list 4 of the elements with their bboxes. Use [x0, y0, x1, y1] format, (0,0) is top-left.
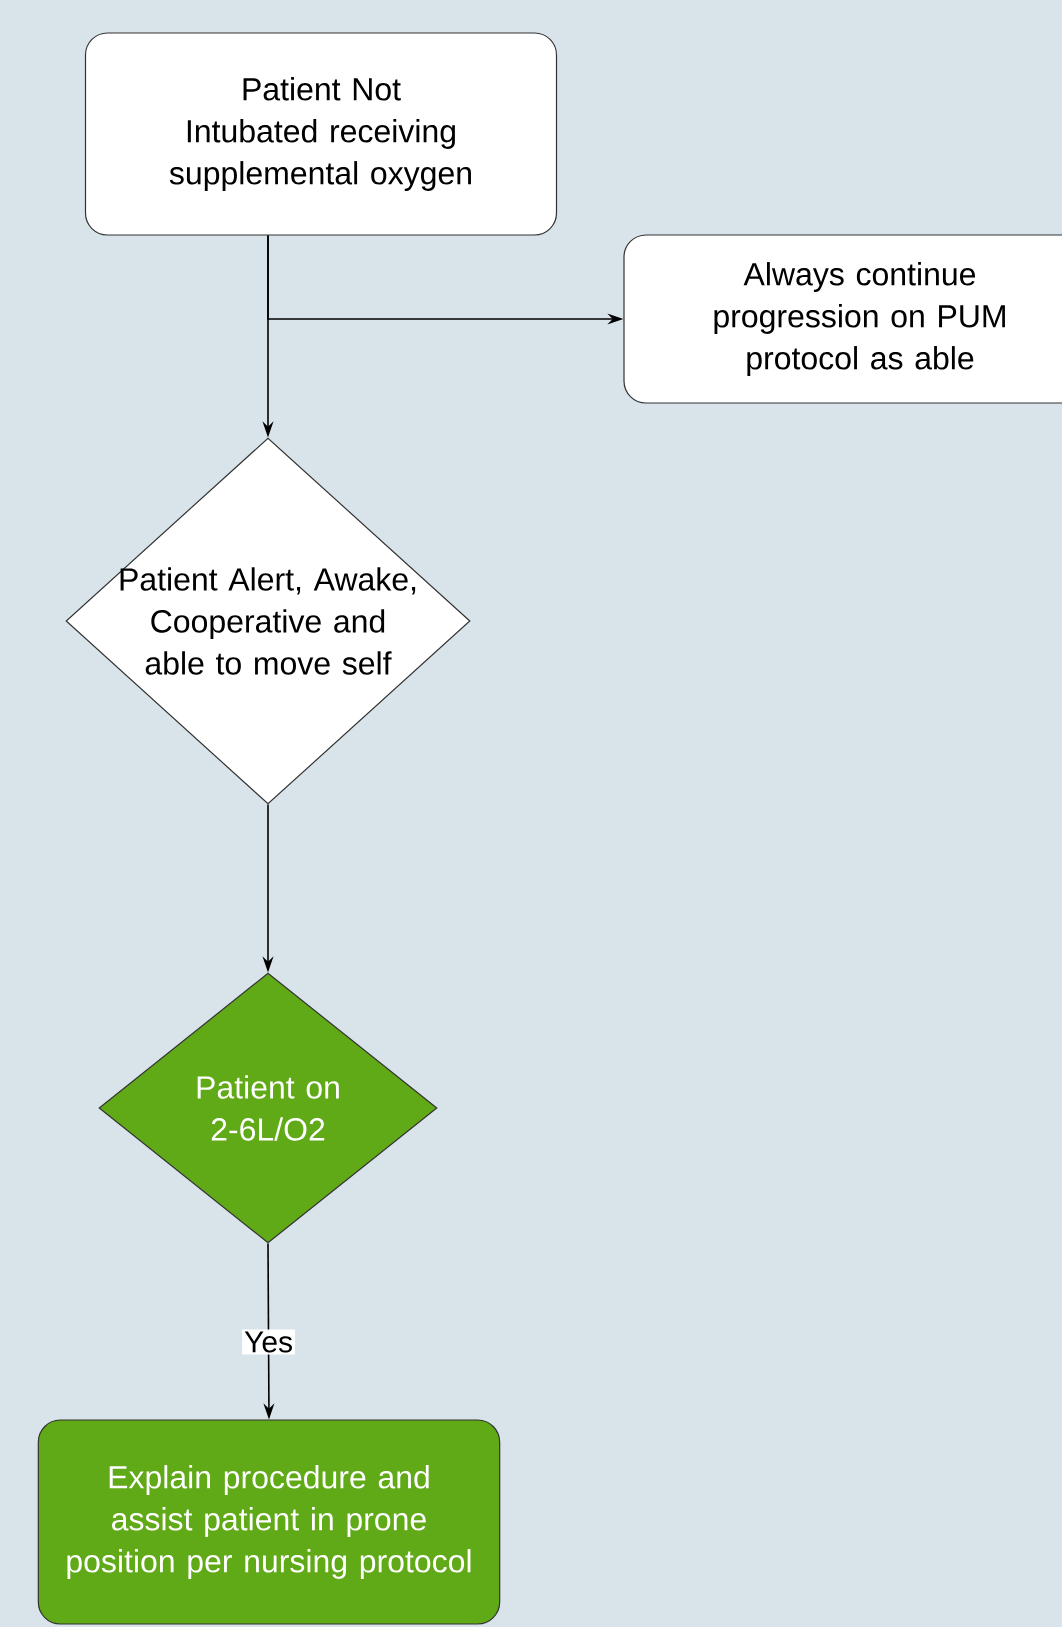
edge-label: Yes: [244, 1331, 292, 1353]
process-box: Always continue progression on PUM protocol as able: [623, 234, 1062, 404]
process-box: Patient Not Intubated receiving supplemental oxygen: [84, 32, 558, 236]
process-box: Explain procedure and assist patient in prone position per nursing protocol: [37, 1419, 501, 1625]
